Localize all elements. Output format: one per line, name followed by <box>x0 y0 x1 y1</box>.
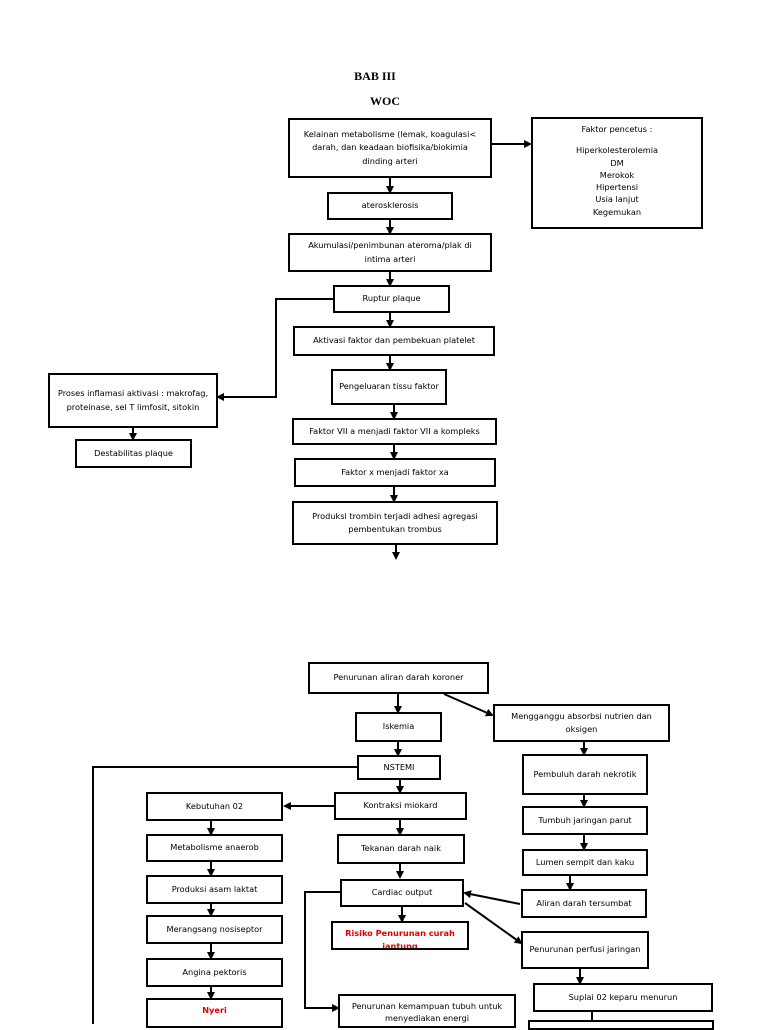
box-metabolisme-anaerob: Metabolisme anaerob <box>146 834 283 862</box>
box-proses-inflamasi: Proses inflamasi aktivasi : makrofag, pr… <box>48 373 218 428</box>
faktor-item: Kegemukan <box>592 206 642 217</box>
diagnosis-risiko-penurunan-curah-jantung: Risiko Penurunan curah jantung <box>331 921 469 950</box>
box-aterosklerosis: aterosklerosis <box>327 192 453 220</box>
box-faktor-x: Faktor x menjadi faktor xa <box>294 458 496 487</box>
box-angina-pektoris: Angina pektoris <box>146 958 283 987</box>
box-destabilitas-plaque: Destabilitas plaque <box>75 439 192 468</box>
chapter-heading: BAB III <box>354 69 396 83</box>
arrow <box>463 890 521 905</box>
box-merangsang-nosiseptor: Merangsang nosiseptor <box>146 915 283 944</box>
box-pengeluaran-tissu: Pengeluaran tissu faktor <box>331 369 447 405</box>
box-akumulasi-ateroma: Akumulasi/penimbunan ateroma/plak di int… <box>288 233 492 272</box>
arrow <box>464 902 523 945</box>
box-lumen-sempit: Lumen sempit dan kaku <box>522 849 648 876</box>
faktor-item: Usia lanjut <box>595 194 639 205</box>
diagram-heading: WOC <box>370 94 400 108</box>
box-cut-off <box>528 1020 714 1030</box>
box-kelainan-metabolisme: Kelainan metabolisme (lemak, koagulasi< … <box>288 118 492 178</box>
faktor-pencetus-title: Faktor pencetus : <box>581 124 653 134</box>
box-kebutuhan-o2: Kebutuhan 02 <box>146 792 283 821</box>
arrow <box>216 298 333 401</box>
box-penurunan-perfusi: Penurunan perfusi jaringan <box>521 931 649 969</box>
box-faktor-vii: Faktor VII a menjadi faktor VII a komple… <box>292 418 497 445</box>
box-cardiac-output: Cardiac output <box>340 879 464 907</box>
box-pembuluh-nekrotik: Pembuluh darah nekrotik <box>522 754 648 795</box>
box-nstemi: NSTEMI <box>357 755 441 780</box>
faktor-item: Merokok <box>599 169 635 180</box>
arrow <box>443 693 494 717</box>
box-aliran-tersumbat: Aliran darah tersumbat <box>521 889 647 918</box>
faktor-item: Hipertensi <box>595 182 638 193</box>
box-faktor-pencetus: Faktor pencetus : Hiperkolesterolemia DM… <box>531 117 703 229</box>
connector-line <box>92 766 357 1024</box>
box-penurunan-kemampuan: Penurunan kemampuan tubuh untuk menyedia… <box>338 994 516 1028</box>
faktor-item: DM <box>610 157 624 168</box>
arrow <box>304 891 340 1012</box>
box-ruptur-plaque: Ruptur plaque <box>333 285 450 313</box>
box-tekanan-darah-naik: Tekanan darah naik <box>337 834 465 864</box>
box-tumbuh-jaringan-parut: Tumbuh jaringan parut <box>522 806 648 835</box>
box-penurunan-aliran-koroner: Penurunan aliran darah koroner <box>308 662 489 694</box>
box-iskemia: Iskemia <box>355 712 442 742</box>
box-mengganggu-absorbsi: Mengganggu absorbsi nutrien dan oksigen <box>493 704 670 742</box>
faktor-item: Hiperkolesterolemia <box>575 145 659 156</box>
box-suplai-o2: Suplai 02 keparu menurun <box>533 983 713 1012</box>
box-aktivasi-faktor: Aktivasi faktor dan pembekuan platelet <box>293 326 495 356</box>
box-kontraksi-miokard: Kontraksi miokard <box>334 792 467 820</box>
box-produksi-asam-laktat: Produksi asam laktat <box>146 875 283 904</box>
box-produksi-trombin: Produksi trombin terjadi adhesi agregasi… <box>292 501 498 545</box>
